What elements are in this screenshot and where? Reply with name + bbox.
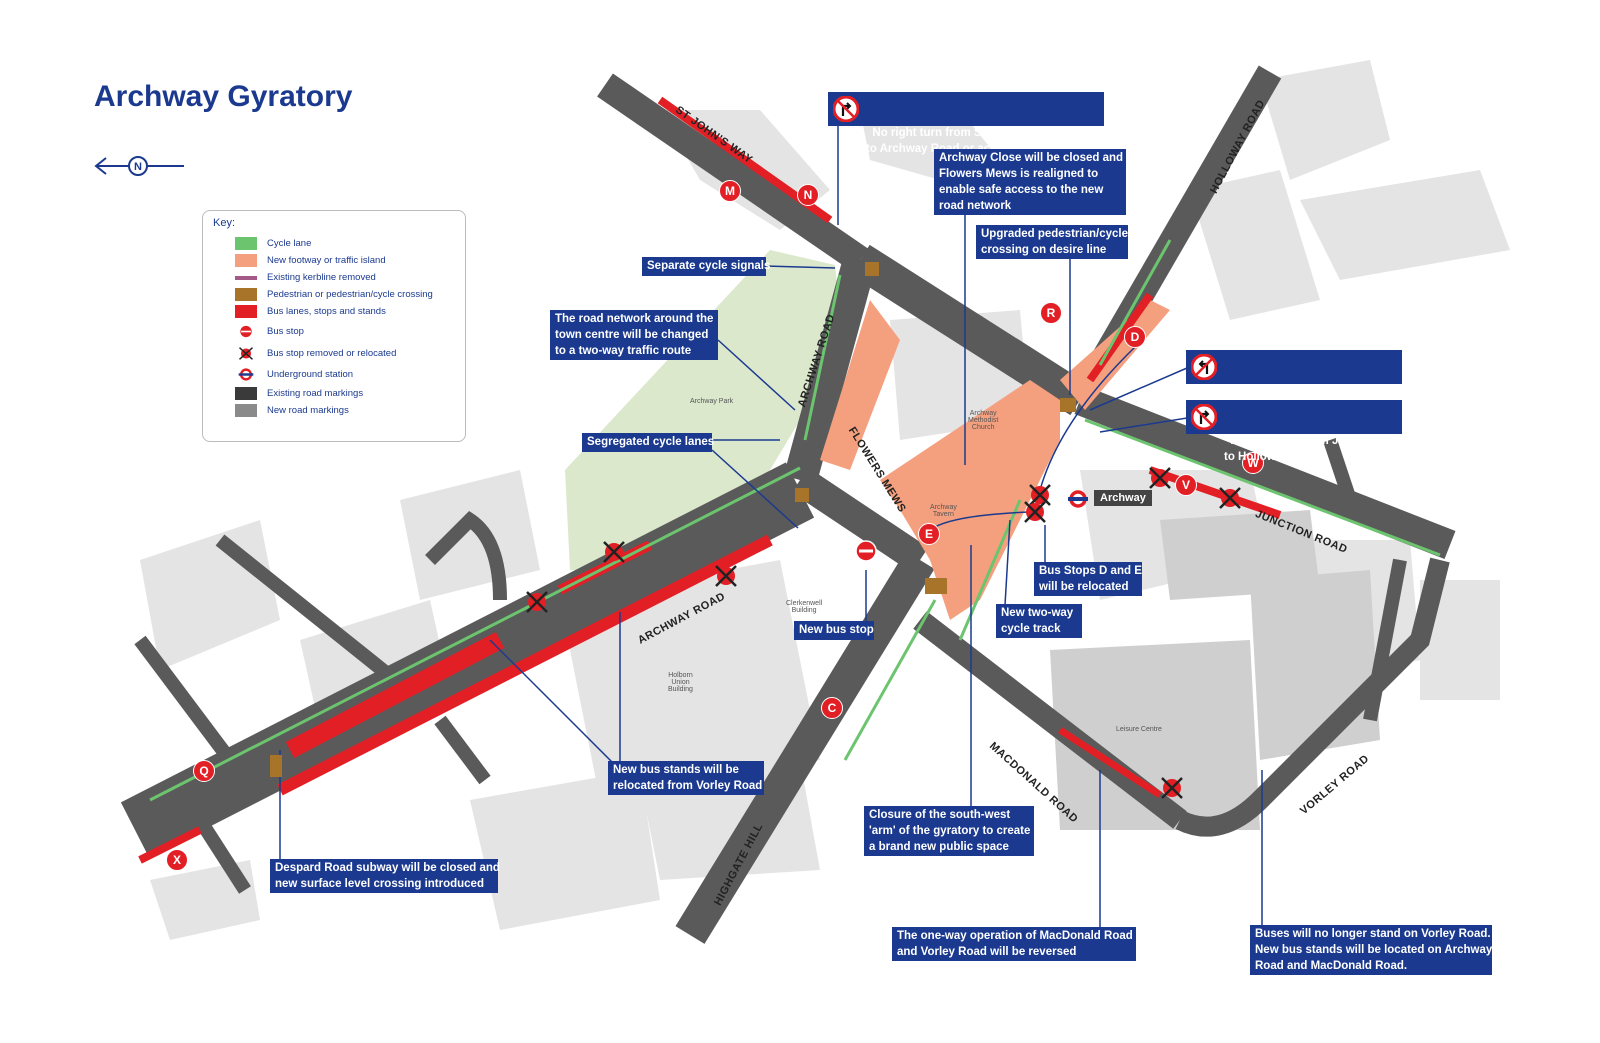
callout-no-right-turn-junction: No right turn from Junction Road to Holl…: [1186, 400, 1412, 463]
new-bus-stop-icon[interactable]: [855, 540, 877, 562]
callout-new-bus-stop: New bus stop: [794, 621, 874, 640]
building-label-leisure-centre: Leisure Centre: [1116, 726, 1162, 733]
new-footway-2: [1060, 300, 1170, 410]
building-label-methodist-church: Archway Methodist Church: [968, 410, 999, 431]
bus-stop-removed-icon: [1161, 777, 1183, 799]
no-left-turn-icon: [1191, 354, 1217, 380]
bus-stop-removed-icon: [603, 541, 625, 563]
bus-stop-removed-icon: [1219, 487, 1241, 509]
bus-stop-icon: [240, 325, 252, 338]
underground-roundel-icon: [1068, 490, 1088, 508]
bus-stop-d[interactable]: D: [1124, 326, 1146, 348]
callout-archway-close: Archway Close will be closed and Flowers…: [934, 149, 1126, 215]
bus-stop-n[interactable]: N: [797, 184, 819, 206]
bus-stop-removed-icon: [715, 565, 737, 587]
north-arrow-icon: N: [94, 156, 184, 176]
underground-roundel-icon: [238, 368, 254, 381]
large-buildings: [1050, 510, 1380, 830]
callout-no-right-turn-st-johns: No right turn from St John's Way to Arch…: [828, 92, 1104, 155]
page-title: Archway Gyratory: [94, 80, 353, 113]
archway-park: [565, 250, 842, 570]
callout-new-two-way-cycle: New two-way cycle track: [996, 604, 1082, 638]
north-label: N: [134, 161, 142, 173]
new-footway-1: [820, 300, 900, 470]
underground-station-label: Archway: [1094, 490, 1152, 506]
bus-stop-removed-icon: [1029, 484, 1051, 506]
bus-stop-v[interactable]: V: [1175, 474, 1197, 496]
no-right-turn-icon: [1191, 404, 1217, 430]
bus-stop-w[interactable]: W: [1242, 452, 1264, 474]
callout-upgraded-crossing: Upgraded pedestrian/cycle crossing on de…: [976, 225, 1128, 259]
bus-stop-removed-icon: [239, 347, 253, 360]
callout-segregated: Segregated cycle lanes: [582, 433, 714, 452]
building-label-archway-tavern: Archway Tavern: [930, 504, 957, 518]
crossings: [270, 262, 1076, 777]
bus-stop-removed-icon: [526, 591, 548, 613]
bus-stop-removed-icon: [1149, 467, 1171, 489]
callout-macdonald-oneway: The one-way operation of MacDonald Road …: [892, 927, 1136, 961]
callout-closure-sw-arm: Closure of the south-west 'arm' of the g…: [864, 806, 1034, 856]
bus-stop-c[interactable]: C: [821, 697, 843, 719]
bus-stop-m[interactable]: M: [719, 180, 741, 202]
bus-stop-x[interactable]: X: [166, 849, 188, 871]
callout-no-left-turn: No left turn from Holloway Road to Junct…: [1186, 350, 1406, 413]
bus-stop-e[interactable]: E: [918, 523, 940, 545]
callout-two-way: The road network around the town centre …: [550, 310, 718, 360]
callout-despard: Despard Road subway will be closed and n…: [270, 859, 500, 893]
bus-stop-r[interactable]: R: [1040, 302, 1062, 324]
callout-bus-stops-de: Bus Stops D and E will be relocated: [1034, 562, 1142, 596]
building-label-archway-park: Archway Park: [690, 398, 734, 405]
bus-stop-removed-icon: [1024, 501, 1046, 523]
callout-new-bus-stands: New bus stands will be relocated from Vo…: [608, 761, 764, 795]
legend: Key: Cycle lane New footway or traffic i…: [202, 210, 466, 442]
legend-title: Key:: [213, 217, 236, 229]
building-label-clerkenwell: Clerkenwell Building: [786, 600, 823, 614]
bus-stop-q[interactable]: Q: [193, 760, 215, 782]
no-right-turn-icon: [833, 96, 859, 122]
new-public-space: [880, 380, 1060, 620]
callout-separate-cycle-signals: Separate cycle signals: [642, 257, 770, 276]
building-label-holborn-union: Holborn Union Building: [668, 672, 693, 693]
callout-vorley-buses: Buses will no longer stand on Vorley Roa…: [1250, 925, 1492, 975]
